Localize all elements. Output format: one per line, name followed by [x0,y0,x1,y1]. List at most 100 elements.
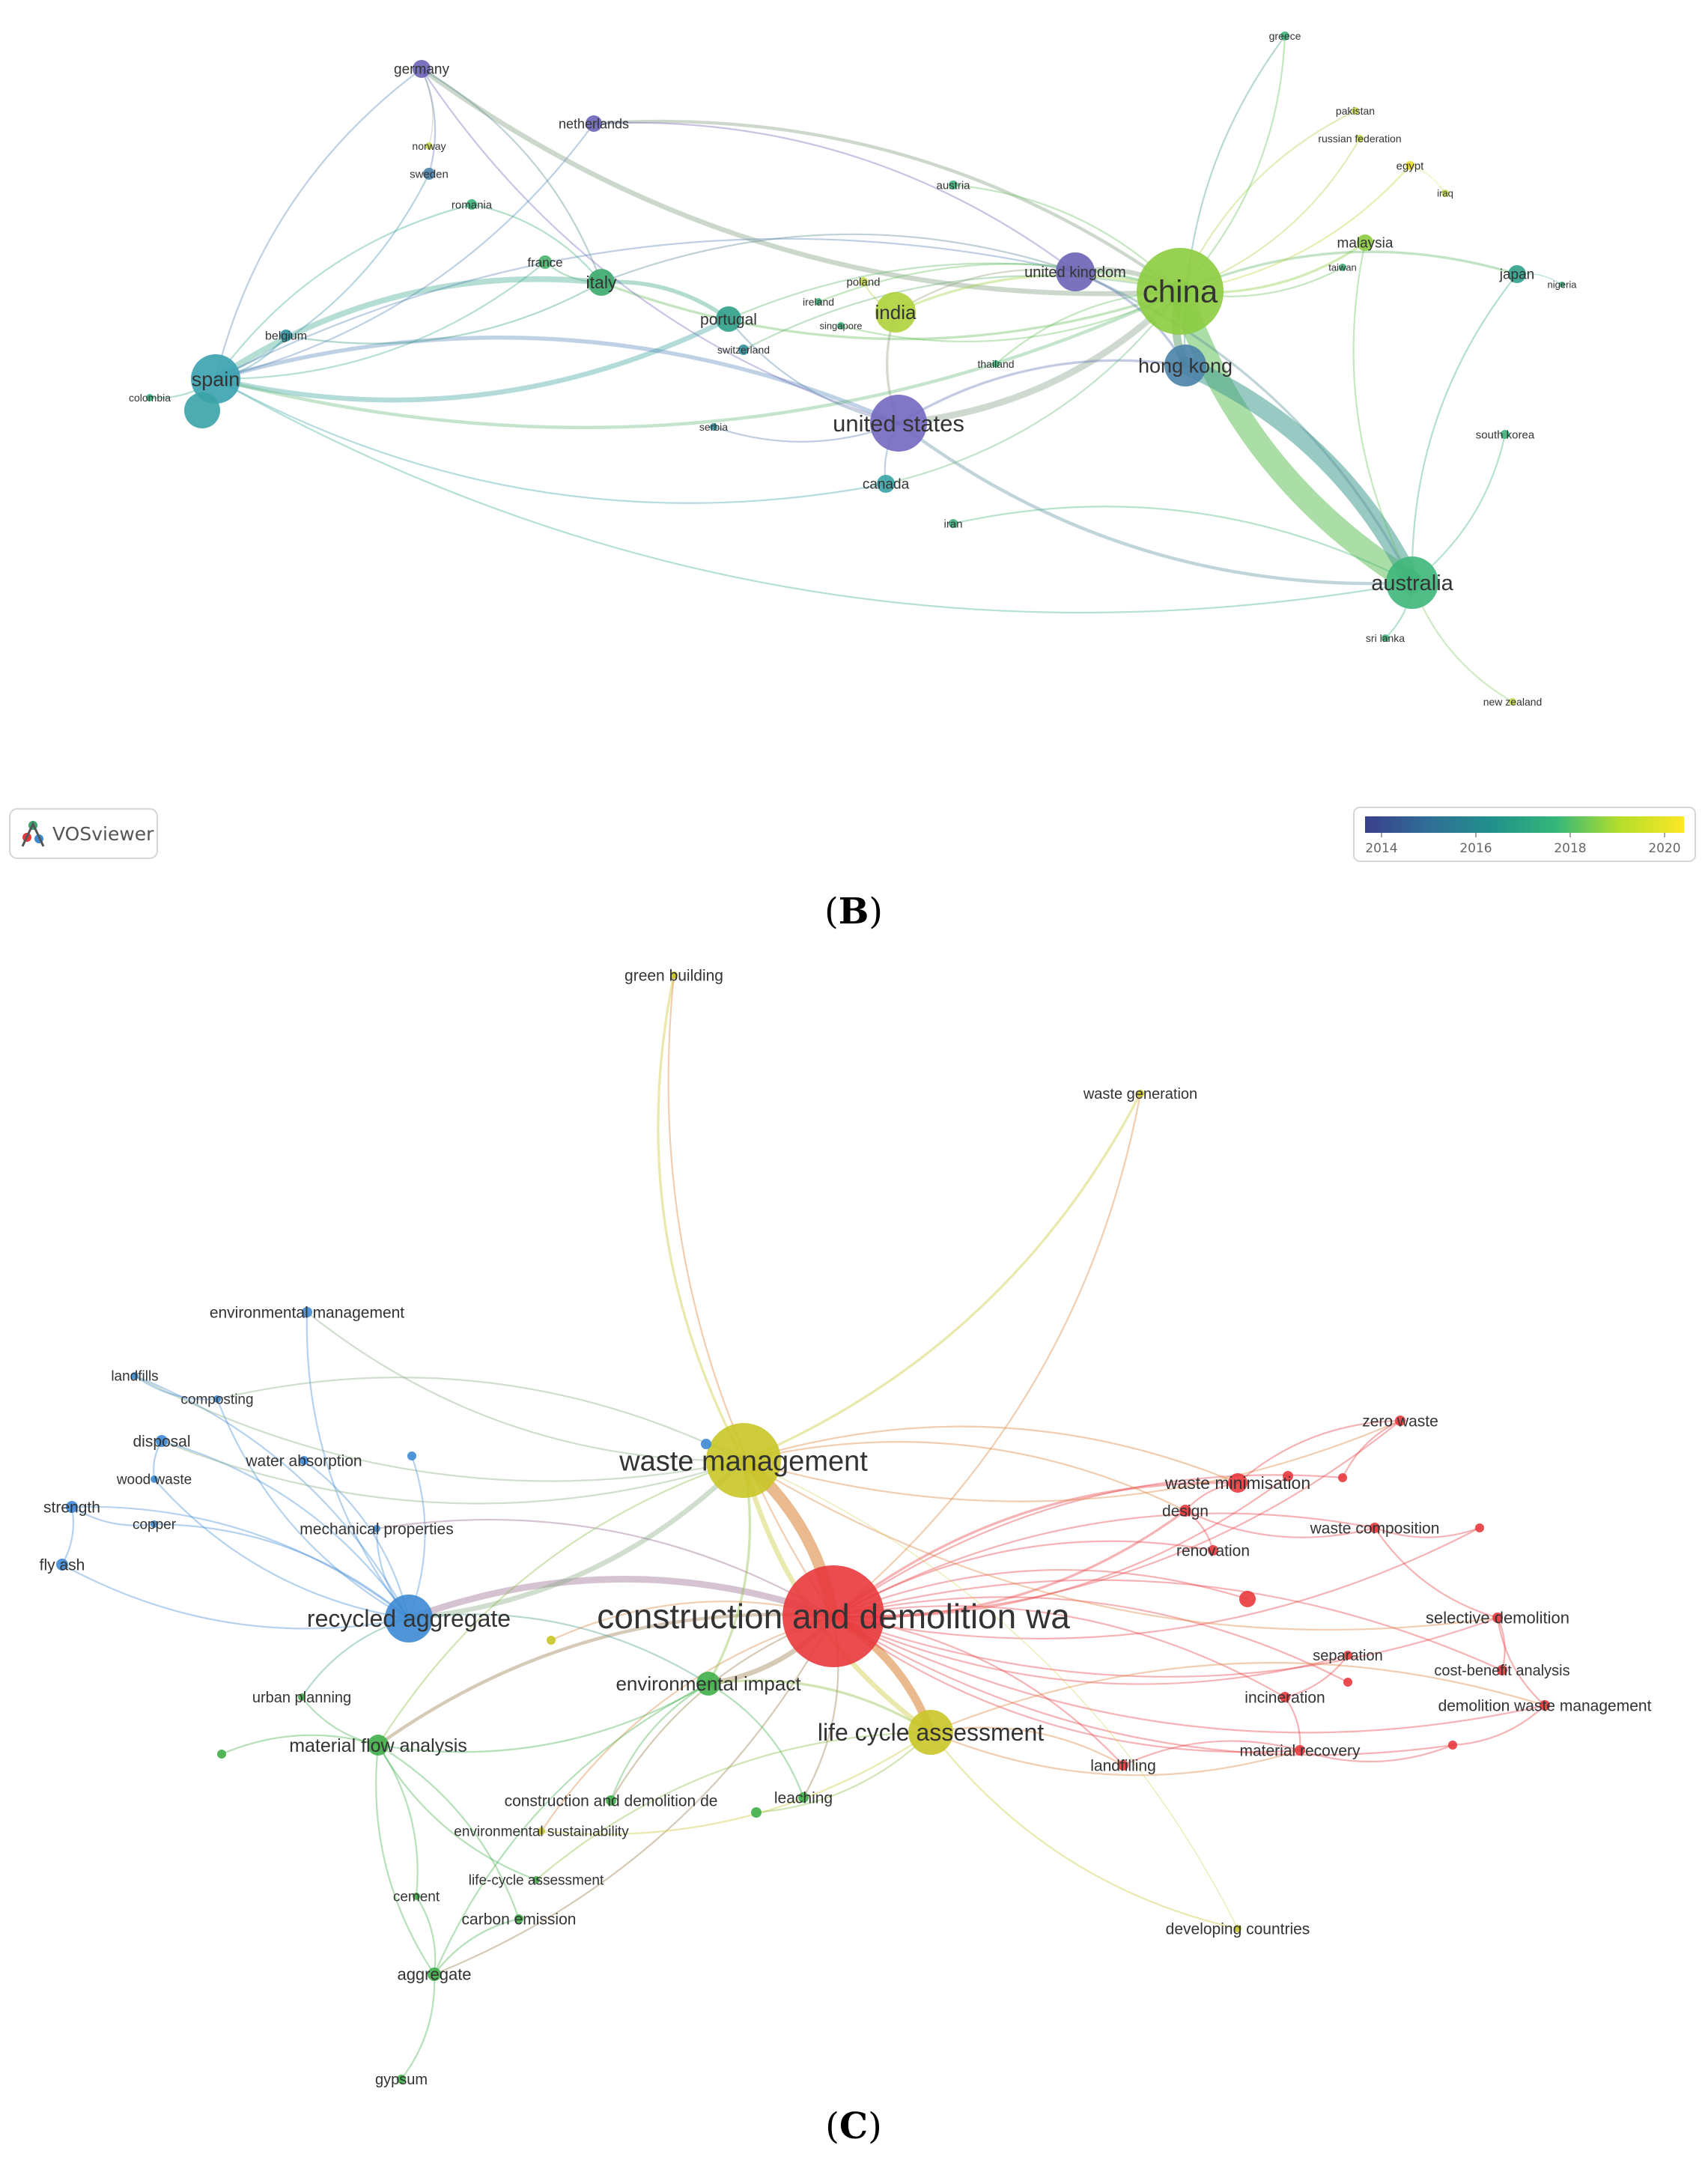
c-node[interactable] [701,1439,711,1449]
c-edge [375,1518,835,1618]
c-node[interactable] [413,1893,420,1900]
c-node[interactable] [56,1559,68,1571]
c-node[interactable] [1475,1523,1484,1532]
b-node[interactable] [1508,265,1526,283]
b-node[interactable] [859,277,868,286]
c-node[interactable] [1283,1471,1293,1481]
c-edge [433,1615,835,1976]
c-node[interactable] [1234,1925,1242,1932]
c-node[interactable] [151,1520,158,1528]
c-node[interactable] [1228,1473,1247,1493]
b-node[interactable] [1339,264,1346,271]
b-node[interactable] [466,199,477,210]
b-node[interactable] [1509,698,1516,706]
c-node[interactable] [407,1451,416,1460]
b-node[interactable] [191,354,240,404]
c-node[interactable] [131,1372,139,1380]
c-node[interactable] [1208,1545,1218,1556]
c-node[interactable] [782,1565,884,1667]
c-node[interactable] [1239,1591,1256,1607]
b-node[interactable] [870,395,927,452]
b-node[interactable] [949,180,958,189]
b-node[interactable] [837,322,845,330]
b-node[interactable] [146,394,154,401]
b-node-label: austria [936,179,970,192]
b-node[interactable] [1280,31,1289,40]
b-node-label: malaysia [1337,236,1394,252]
c-node-label: cost-benefit analysis [1434,1663,1569,1679]
c-node[interactable] [1118,1760,1128,1771]
b-edge [894,268,1077,314]
c-node[interactable] [606,1795,616,1806]
c-node[interactable] [908,1710,953,1755]
c-node[interactable] [156,1435,168,1447]
b-node[interactable] [992,360,1000,368]
b-node[interactable] [1386,556,1438,609]
c-node[interactable] [696,1672,720,1696]
c-node[interactable] [217,1750,226,1759]
b-node[interactable] [738,345,749,355]
c-node[interactable] [514,1914,523,1923]
c-node[interactable] [1448,1741,1457,1750]
c-node[interactable] [1343,1651,1352,1660]
c-node[interactable] [670,971,678,979]
b-node[interactable] [1405,161,1414,170]
b-node[interactable] [1357,234,1373,251]
vosviewer-logo[interactable]: VOSviewer [9,808,158,859]
c-node[interactable] [1280,1692,1290,1702]
c-node[interactable] [1492,1613,1503,1623]
c-node[interactable] [532,1876,540,1884]
c-node[interactable] [1370,1523,1380,1533]
c-node[interactable] [1540,1700,1550,1711]
b-node[interactable] [1501,430,1510,439]
b-node[interactable] [1356,135,1364,142]
c-node[interactable] [1338,1473,1347,1482]
b-node[interactable] [716,306,741,332]
c-node[interactable] [1343,1678,1352,1687]
c-node[interactable] [373,1525,380,1532]
c-node[interactable] [368,1735,389,1756]
c-node[interactable] [66,1501,78,1513]
b-node[interactable] [184,392,220,428]
b-node[interactable] [586,115,602,132]
b-node[interactable] [949,519,958,528]
b-node[interactable] [877,475,895,493]
c-node[interactable] [751,1807,762,1818]
c-node[interactable] [1295,1745,1305,1756]
b-node[interactable] [280,330,292,342]
b-node[interactable] [425,142,433,150]
c-node[interactable] [213,1395,221,1403]
b-node[interactable] [815,298,822,306]
b-node[interactable] [413,60,431,78]
c-node[interactable] [706,1423,781,1498]
c-node[interactable] [1497,1665,1507,1675]
c-node[interactable] [538,1827,545,1835]
b-node[interactable] [1164,345,1206,386]
b-node[interactable] [1559,282,1565,288]
c-node-label: environmental impact [616,1672,801,1695]
c-node[interactable] [1179,1505,1191,1517]
c-node-label: gypsum [375,2072,428,2088]
c-node[interactable] [151,1475,158,1483]
b-node-label: romania [452,198,493,211]
c-node[interactable] [1395,1416,1405,1426]
c-node[interactable] [385,1595,433,1642]
b-node[interactable] [588,269,615,296]
c-node[interactable] [428,1968,441,1981]
b-node[interactable] [710,423,717,431]
b-node[interactable] [1441,189,1449,197]
c-node[interactable] [300,1456,309,1465]
c-node[interactable] [1137,1090,1144,1097]
c-node[interactable] [397,2075,406,2084]
b-node[interactable] [875,292,916,333]
c-node[interactable] [798,1792,809,1803]
c-node[interactable] [298,1693,306,1701]
b-node[interactable] [538,255,552,269]
c-node[interactable] [302,1307,312,1317]
b-node[interactable] [1382,634,1389,642]
b-node[interactable] [423,168,435,180]
b-node[interactable] [1137,248,1224,335]
b-node[interactable] [1056,252,1095,291]
b-node[interactable] [1352,107,1359,115]
c-node[interactable] [547,1636,556,1645]
